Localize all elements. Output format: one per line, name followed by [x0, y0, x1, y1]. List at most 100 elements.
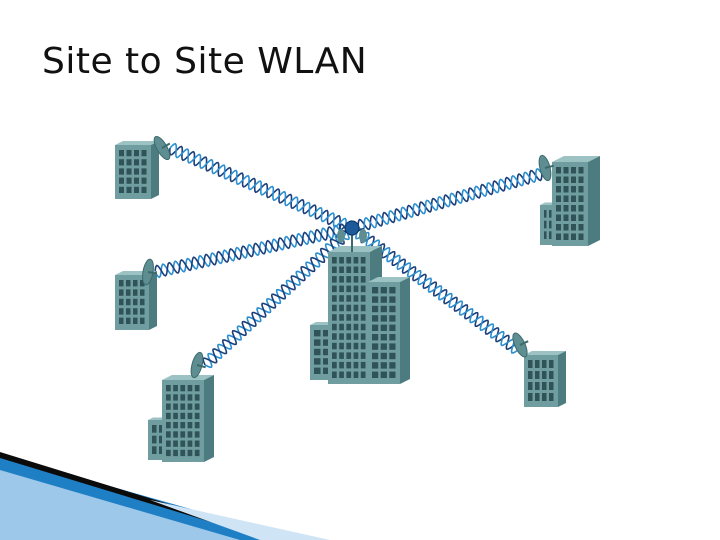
- building-window: [346, 295, 352, 302]
- building-window: [187, 412, 193, 420]
- site-bottom-left-tower-roof: [162, 375, 214, 380]
- building-window: [535, 371, 540, 379]
- building-window: [542, 371, 547, 379]
- building-window: [133, 280, 138, 287]
- building-window: [535, 382, 540, 390]
- building-window: [323, 358, 330, 365]
- building-window: [360, 333, 366, 340]
- building-window: [194, 394, 200, 401]
- building-window: [389, 371, 396, 378]
- building-window: [563, 195, 569, 202]
- building-window: [578, 195, 584, 202]
- site-bottom-right-side: [558, 351, 566, 407]
- building-window: [528, 382, 533, 390]
- site-top-left-building: [115, 141, 159, 199]
- building-window: [119, 289, 124, 296]
- building-window: [339, 304, 344, 312]
- building-window: [372, 305, 379, 313]
- building-window: [194, 440, 200, 447]
- central-access-point-icon: [337, 220, 367, 252]
- building-window: [360, 314, 366, 321]
- building-window: [314, 339, 321, 346]
- building-window: [314, 330, 321, 337]
- building-window: [332, 276, 337, 283]
- building-window: [346, 323, 352, 331]
- building-window: [180, 412, 186, 420]
- building-window: [360, 285, 366, 293]
- building-window: [556, 224, 561, 231]
- building-window: [332, 295, 337, 302]
- building-window: [563, 167, 569, 174]
- building-window: [528, 393, 533, 401]
- building-window: [542, 393, 547, 401]
- building-window: [571, 214, 576, 221]
- building-window: [119, 177, 124, 184]
- building-window: [152, 425, 157, 433]
- building-window: [372, 371, 379, 378]
- building-window: [544, 231, 547, 239]
- site-bottom-right-building: [524, 351, 566, 407]
- building-window: [578, 205, 584, 212]
- building-window: [152, 435, 157, 444]
- building-window: [141, 150, 147, 157]
- building-window: [571, 167, 576, 174]
- building-window: [372, 296, 379, 303]
- building-window: [187, 440, 193, 447]
- building-window: [141, 168, 147, 175]
- building-window: [360, 342, 366, 350]
- building-window: [578, 186, 584, 193]
- building-window: [194, 431, 200, 438]
- building-window: [323, 330, 330, 337]
- building-window: [353, 285, 359, 293]
- building-window: [119, 308, 124, 315]
- building-window: [380, 305, 387, 313]
- building-window: [549, 371, 554, 379]
- building-window: [556, 233, 561, 240]
- building-window: [119, 168, 124, 175]
- building-window: [166, 422, 171, 429]
- building-window: [360, 257, 366, 264]
- building-window: [353, 352, 359, 359]
- building-window: [389, 305, 396, 313]
- building-window: [134, 177, 139, 184]
- building-window: [346, 276, 352, 283]
- building-window: [578, 224, 584, 231]
- access-point-dish-right: [359, 229, 367, 243]
- building-window: [339, 314, 344, 321]
- site-top-right-building: [540, 156, 600, 246]
- building-window: [380, 296, 387, 303]
- building-window: [332, 361, 337, 369]
- building-window: [134, 168, 139, 175]
- building-window: [556, 176, 561, 183]
- building-window: [166, 431, 171, 438]
- building-window: [346, 266, 352, 273]
- site-top-right-dish-antenna-icon-feed: [544, 164, 554, 169]
- building-window: [339, 352, 344, 359]
- building-window: [166, 385, 171, 392]
- building-window: [332, 314, 337, 321]
- building-window: [389, 315, 396, 322]
- building-window: [126, 186, 132, 193]
- building-window: [141, 186, 147, 193]
- building-window: [187, 449, 193, 457]
- building-window: [126, 317, 131, 324]
- site-bottom-left-tower-side: [204, 375, 214, 462]
- building-window: [187, 422, 193, 429]
- building-window: [549, 393, 554, 401]
- building-window: [187, 385, 193, 392]
- building-window: [556, 195, 561, 202]
- building-window: [180, 431, 186, 438]
- building-window: [372, 287, 379, 294]
- building-window: [360, 323, 366, 331]
- building-window: [563, 214, 569, 221]
- building-window: [180, 385, 186, 392]
- building-window: [166, 449, 171, 457]
- building-window: [173, 431, 178, 438]
- building-window: [332, 333, 337, 340]
- building-window: [389, 324, 396, 331]
- building-window: [140, 298, 145, 306]
- access-point-dish-left: [337, 229, 345, 243]
- site-top-right-tower-side: [588, 156, 600, 246]
- building-window: [126, 308, 131, 315]
